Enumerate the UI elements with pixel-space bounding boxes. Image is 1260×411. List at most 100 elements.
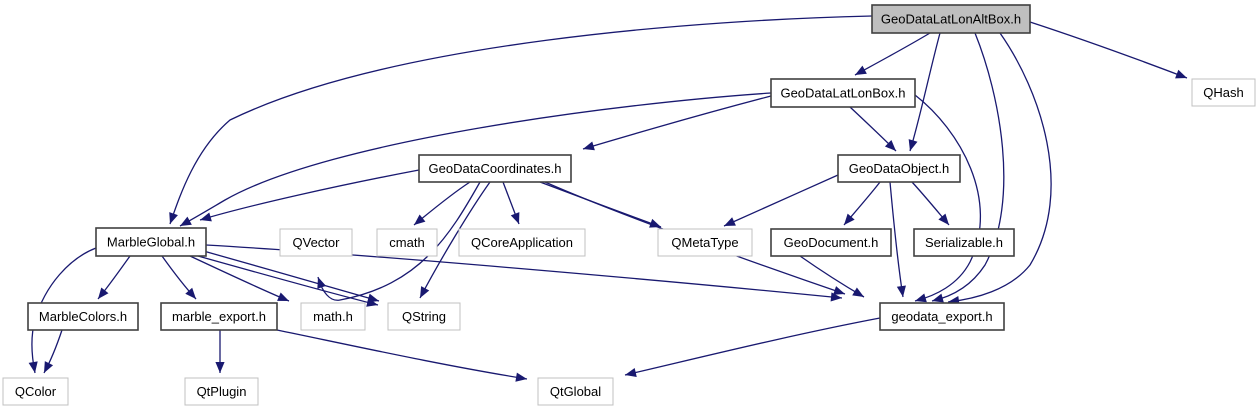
arrowhead-icon xyxy=(908,139,918,151)
arrowhead-icon xyxy=(200,212,212,222)
arrowhead-icon xyxy=(915,293,927,303)
node-box-marbleglobal[interactable] xyxy=(95,227,207,257)
arrowhead-icon xyxy=(855,65,867,75)
arrowhead-icon xyxy=(844,213,855,225)
edge-geodatacoordinates-to-qcoreapplication xyxy=(502,181,520,225)
edge-geodatacoordinates-to-qstring xyxy=(419,181,491,299)
node-geodatalatlonaltbox[interactable]: GeoDataLatLonAltBox.h xyxy=(871,4,1031,34)
edge-marblecolors-to-qcolor xyxy=(43,329,63,374)
arrowhead-icon xyxy=(44,361,54,373)
arrowhead-icon xyxy=(180,216,192,226)
arrowhead-icon xyxy=(833,286,845,295)
node-box-qtglobal[interactable] xyxy=(537,377,614,406)
edge-geodatacoordinates-to-cmath xyxy=(413,181,471,226)
node-box-qhash[interactable] xyxy=(1191,78,1256,107)
arrowhead-icon xyxy=(724,217,736,226)
arrowhead-icon xyxy=(28,361,38,373)
edge-geodatalatlonbox-to-geodataobject xyxy=(849,106,897,152)
edge-geodatalatlonaltbox-to-geodataexport xyxy=(947,32,1052,306)
edge-geodatalatlonaltbox-to-geodatalatlonbox xyxy=(854,32,931,76)
arrowhead-icon xyxy=(932,293,944,303)
node-mathh[interactable]: math.h xyxy=(300,302,366,331)
node-box-geodatalatlonaltbox[interactable] xyxy=(871,4,1031,34)
node-qcoreapplication[interactable]: QCoreApplication xyxy=(458,228,586,257)
edge-geodatacoordinates-to-marbleglobal xyxy=(199,169,420,222)
node-box-serializable[interactable] xyxy=(913,228,1015,257)
node-box-geodocument[interactable] xyxy=(770,228,892,257)
node-qvector[interactable]: QVector xyxy=(279,228,353,257)
edge-geodataexport-to-qtglobal xyxy=(624,317,881,377)
node-marblecolors[interactable]: MarbleColors.h xyxy=(27,302,139,331)
edge-geodataobject-to-serializable xyxy=(911,181,950,226)
node-box-qcolor[interactable] xyxy=(2,377,69,406)
arrowhead-icon xyxy=(515,372,527,382)
node-qcolor[interactable]: QColor xyxy=(2,377,69,406)
node-box-geodatalatlonbox[interactable] xyxy=(770,78,916,108)
edge-marbleexport-to-qtglobal xyxy=(276,329,528,382)
node-geodataexport[interactable]: geodata_export.h xyxy=(879,302,1005,331)
arrowhead-icon xyxy=(938,213,949,225)
arrowhead-icon xyxy=(510,212,520,224)
arrowhead-icon xyxy=(169,212,178,224)
node-box-mathh[interactable] xyxy=(300,302,366,331)
arrowhead-icon xyxy=(896,285,906,297)
edge-marbleglobal-to-qstring xyxy=(199,249,380,303)
node-box-geodataobject[interactable] xyxy=(837,154,961,183)
node-qtglobal[interactable]: QtGlobal xyxy=(537,377,614,406)
node-marbleglobal[interactable]: MarbleGlobal.h xyxy=(95,227,207,257)
edges-layer xyxy=(28,15,1188,382)
arrowhead-icon xyxy=(185,287,196,299)
node-box-geodatacoordinates[interactable] xyxy=(418,154,572,183)
edge-marbleglobal-to-mathh xyxy=(189,255,290,302)
edge-geodatacoordinates-to-qvector xyxy=(317,181,481,301)
arrowhead-icon xyxy=(625,368,637,377)
edge-marbleexport-to-qtplugin xyxy=(215,330,225,373)
edge-geodatalatlonaltbox-to-qhash xyxy=(1029,21,1188,79)
edge-marbleglobal-to-marblecolors xyxy=(97,255,131,300)
arrowhead-icon xyxy=(852,287,864,297)
edge-geodataobject-to-geodocument xyxy=(843,181,881,226)
edge-geodatalatlonbox-to-geodataexport xyxy=(914,94,981,303)
node-geodatacoordinates[interactable]: GeoDataCoordinates.h xyxy=(418,154,572,183)
node-box-qtplugin[interactable] xyxy=(184,377,259,406)
node-qmetatype[interactable]: QMetaType xyxy=(657,228,753,257)
node-geodatalatlonbox[interactable]: GeoDataLatLonBox.h xyxy=(770,78,916,108)
arrowhead-icon xyxy=(420,286,430,298)
arrowhead-icon xyxy=(583,141,595,151)
node-box-qcoreapplication[interactable] xyxy=(458,228,586,257)
edge-geodatalatlonaltbox-to-geodataobject xyxy=(908,32,941,152)
node-box-qstring[interactable] xyxy=(387,302,461,331)
arrowhead-icon xyxy=(884,139,896,151)
arrowhead-icon xyxy=(215,362,225,373)
node-box-qmetatype[interactable] xyxy=(657,228,753,257)
node-cmath[interactable]: cmath xyxy=(376,228,438,257)
node-marbleexport[interactable]: marble_export.h xyxy=(160,302,278,331)
node-box-geodataexport[interactable] xyxy=(879,302,1005,331)
arrowhead-icon xyxy=(830,292,842,302)
node-qtplugin[interactable]: QtPlugin xyxy=(184,377,259,406)
arrowhead-icon xyxy=(367,293,379,303)
edge-geodatalatlonbox-to-geodatacoordinates xyxy=(582,95,772,151)
node-geodataobject[interactable]: GeoDataObject.h xyxy=(837,154,961,183)
edge-geodataobject-to-geodataexport xyxy=(889,181,906,298)
node-qhash[interactable]: QHash xyxy=(1191,78,1256,107)
node-serializable[interactable]: Serializable.h xyxy=(913,228,1015,257)
node-box-marbleexport[interactable] xyxy=(160,302,278,331)
arrowhead-icon xyxy=(317,277,327,289)
edge-geodocument-to-geodataexport xyxy=(799,255,865,298)
edge-marbleglobal-to-qstring xyxy=(197,255,379,307)
node-box-cmath[interactable] xyxy=(376,228,438,257)
edge-geodatalatlonbox-to-marbleglobal xyxy=(179,92,772,227)
arrowhead-icon xyxy=(1175,69,1187,79)
node-box-qvector[interactable] xyxy=(279,228,353,257)
arrowhead-icon xyxy=(277,292,289,301)
node-geodocument[interactable]: GeoDocument.h xyxy=(770,228,892,257)
node-qstring[interactable]: QString xyxy=(387,302,461,331)
edge-marbleglobal-to-marbleexport xyxy=(161,255,197,300)
node-box-marblecolors[interactable] xyxy=(27,302,139,331)
arrowhead-icon xyxy=(98,287,109,299)
edge-geodataobject-to-qmetatype xyxy=(723,174,839,227)
